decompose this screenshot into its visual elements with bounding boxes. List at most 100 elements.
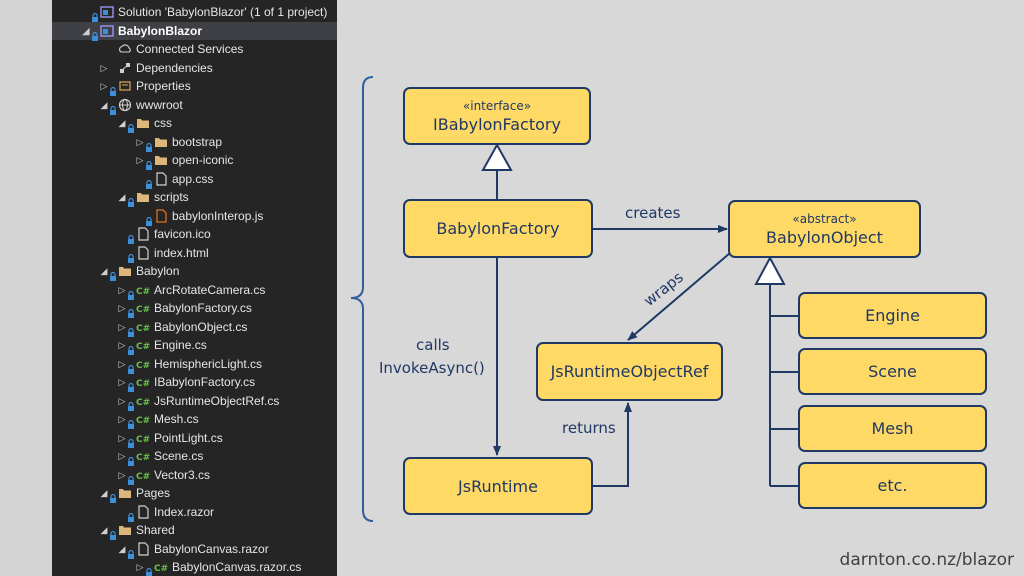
stereotype-abstract: «abstract»: [792, 211, 857, 226]
tree-item[interactable]: ▷Properties: [52, 77, 337, 96]
tree-item[interactable]: ▷open-iconic: [52, 151, 337, 170]
expanded-arrow-icon[interactable]: ◢: [100, 266, 108, 276]
tree-item-label: Connected Services: [136, 42, 244, 56]
collapsed-arrow-icon[interactable]: ▷: [136, 155, 144, 165]
collapsed-arrow-icon[interactable]: ▷: [100, 62, 108, 73]
svg-text:C#: C#: [136, 398, 150, 408]
collapsed-arrow-icon[interactable]: ▷: [136, 562, 144, 572]
tree-item[interactable]: ◢Babylon: [52, 262, 337, 281]
tree-item[interactable]: ◢wwwroot: [52, 96, 337, 115]
tree-item[interactable]: ▷C#ArcRotateCamera.cs: [52, 281, 337, 300]
tree-item[interactable]: ▷C#JsRuntimeObjectRef.cs: [52, 392, 337, 411]
tree-item-label: scripts: [154, 190, 189, 204]
tree-item[interactable]: favicon.ico: [52, 225, 337, 244]
left-margin: [0, 0, 52, 576]
collapsed-arrow-icon[interactable]: ▷: [100, 81, 108, 91]
lock-icon: [127, 453, 135, 466]
expanded-arrow-icon[interactable]: ◢: [82, 25, 90, 36]
collapsed-arrow-icon[interactable]: ▷: [118, 340, 126, 350]
csharp-file-icon: C#: [136, 338, 150, 352]
lock-icon: [127, 472, 135, 485]
expanded-arrow-icon[interactable]: ◢: [118, 118, 126, 128]
collapsed-arrow-icon[interactable]: ▷: [118, 469, 126, 480]
lock-icon: [145, 157, 153, 170]
tree-item[interactable]: ◢ BabylonBlazor: [52, 21, 337, 41]
tree-item[interactable]: ▷C#IBabylonFactory.cs: [52, 373, 337, 392]
lock-icon: [109, 527, 117, 540]
lock-icon: [109, 102, 117, 115]
tree-item[interactable]: ▷Dependencies: [52, 59, 337, 78]
tree-item[interactable]: babylonInterop.js: [52, 207, 337, 226]
tree-item[interactable]: ▷C#HemisphericLight.cs: [52, 355, 337, 374]
inherit-triangle-interface: [481, 142, 513, 171]
tree-item[interactable]: ▷ C# BabylonObject.cs: [52, 318, 337, 337]
tree-item-label: Mesh.cs: [154, 412, 199, 426]
expanded-arrow-icon[interactable]: ◢: [100, 488, 108, 498]
svg-text:C#: C#: [136, 453, 150, 463]
class-name: IBabylonFactory: [433, 114, 561, 134]
tree-item[interactable]: ◢BabylonCanvas.razor: [52, 540, 337, 559]
tree-item-label: Index.razor: [154, 504, 215, 519]
tree-item[interactable]: ▷C#Scene.cs: [52, 447, 337, 466]
lock-icon: [127, 361, 135, 374]
svg-text:C#: C#: [136, 416, 150, 426]
node-jsruntimeobjectref: JsRuntimeObjectRef: [536, 342, 723, 401]
credit-text: darnton.co.nz/blazor: [839, 550, 1014, 570]
expanded-arrow-icon[interactable]: ◢: [118, 192, 126, 202]
svg-text:C#: C#: [136, 472, 150, 482]
tree-item[interactable]: ◢ scripts: [52, 188, 337, 207]
collapsed-arrow-icon[interactable]: ▷: [118, 358, 126, 369]
csharp-file-icon: C#: [136, 375, 150, 389]
tree-item[interactable]: ◢Pages: [52, 484, 337, 503]
lock-icon: [127, 546, 135, 559]
tree-item[interactable]: Index.razor: [52, 503, 337, 522]
tree-item[interactable]: ▷C#BabylonCanvas.razor.cs: [52, 558, 337, 576]
tree-item[interactable]: ▷C#PointLight.cs: [52, 429, 337, 448]
collapsed-arrow-icon[interactable]: ▷: [118, 432, 126, 443]
css-file-icon: [154, 171, 168, 186]
tree-item[interactable]: ▷ C# Mesh.cs: [52, 410, 337, 429]
tree-item[interactable]: Solution 'BabylonBlazor' (1 of 1 project…: [52, 3, 337, 22]
tree-item[interactable]: ▷C#Engine.cs: [52, 336, 337, 355]
tree-item[interactable]: ▷bootstrap: [52, 133, 337, 152]
collapsed-arrow-icon[interactable]: ▷: [118, 451, 126, 461]
edge-label-creates: creates: [625, 204, 681, 222]
collapsed-arrow-icon[interactable]: ▷: [118, 395, 126, 406]
tree-item[interactable]: app.css: [52, 170, 337, 189]
dependencies-icon: [118, 61, 132, 75]
expanded-arrow-icon[interactable]: ◢: [118, 543, 126, 554]
tree-item-label: css: [154, 116, 172, 130]
node-scene: Scene: [798, 348, 987, 395]
collapsed-arrow-icon[interactable]: ▷: [118, 321, 126, 332]
tree-item-label: BabylonObject.cs: [154, 319, 248, 334]
node-ibabylonfactory: «interface» IBabylonFactory: [403, 87, 591, 145]
folder-open-icon: [136, 116, 150, 130]
lock-icon: [145, 176, 153, 189]
tree-item[interactable]: ◢ css: [52, 114, 337, 133]
expanded-arrow-icon[interactable]: ◢: [100, 525, 108, 535]
tree-item[interactable]: ▷C#Vector3.cs: [52, 466, 337, 485]
tree-item[interactable]: index.html: [52, 244, 337, 263]
collapsed-arrow-icon[interactable]: ▷: [118, 414, 126, 424]
tree-item[interactable]: Connected Services: [52, 40, 337, 59]
collapsed-arrow-icon[interactable]: ▷: [118, 284, 126, 295]
edge-label-returns: returns: [562, 419, 616, 437]
tree-item[interactable]: ▷C#BabylonFactory.cs: [52, 299, 337, 318]
csharp-file-icon: C#: [136, 431, 150, 445]
tree-item[interactable]: ◢Shared: [52, 521, 337, 540]
folder-open-icon: [118, 523, 132, 537]
lock-icon: [127, 435, 135, 448]
csharp-file-icon: C#: [136, 357, 150, 371]
lock-icon: [91, 28, 99, 41]
collapsed-arrow-icon[interactable]: ▷: [136, 136, 144, 147]
tree-item-label: BabylonBlazor: [118, 23, 203, 38]
lock-icon: [145, 213, 153, 226]
lock-icon: [145, 139, 153, 152]
csharp-file-icon: C#: [136, 320, 150, 334]
folder-icon: [154, 153, 168, 167]
collapsed-arrow-icon[interactable]: ▷: [118, 377, 126, 387]
expanded-arrow-icon[interactable]: ◢: [100, 99, 108, 110]
lock-icon: [145, 564, 153, 576]
folder-open-icon: [118, 264, 132, 278]
collapsed-arrow-icon[interactable]: ▷: [118, 303, 126, 313]
